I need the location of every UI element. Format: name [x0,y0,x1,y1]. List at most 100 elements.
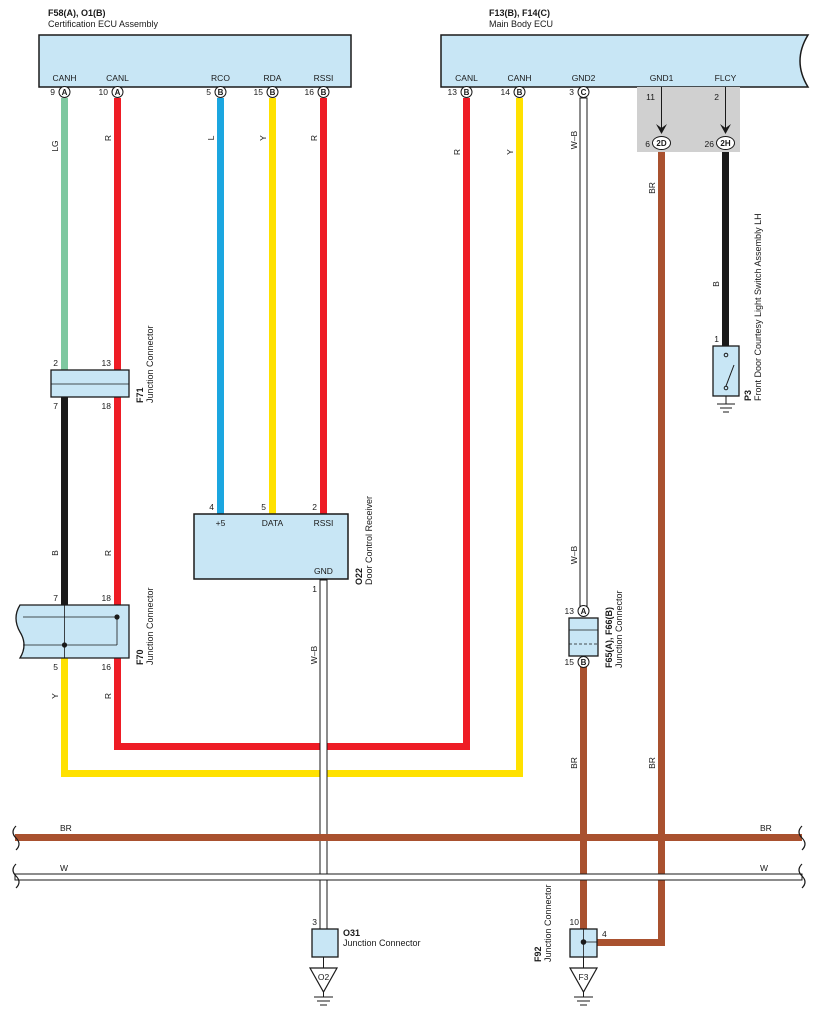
cert-conn-circle-canh [58,86,71,98]
j2d-label: 2D [656,139,666,148]
o22-code: O22 [354,568,364,585]
wire-y-canh-2 [61,770,523,777]
f71-pin-13: 13 [102,358,112,368]
cert-conn-circle-rssi [317,86,330,98]
wire-label-wb-2: W–B [309,645,319,664]
f65-name: Junction Connector [614,590,624,668]
flcy-arrow-icon [720,124,731,134]
o31-ground-icon [314,992,333,1006]
p3-contact-top [723,352,729,358]
wire-l-rco [217,98,224,515]
f92-pin-10: 10 [570,917,580,927]
body-ecu-box [440,34,810,88]
body-ecu-code: F13(B), F14(C) [489,8,550,18]
bus-labels: BR BR W W [60,823,772,873]
f92-name: Junction Connector [543,884,553,962]
body-pin-13: 13 [448,87,458,97]
wire-label-y-2: Y [505,149,515,155]
f65-code: F65(A), F66(B) [604,607,614,668]
cert-pin-9: 9 [50,87,55,97]
cert-conn-circle-rda [266,86,279,98]
f70-pin-18: 18 [102,593,112,603]
wire-b-flcy [722,151,729,347]
certification-ecu: F58(A), O1(B) Certification ECU Assembly… [38,8,352,98]
f71-label-group: F71 [135,387,145,403]
o22-pin-5: 5 [261,502,266,512]
body-conn-circle-gnd2 [577,86,590,98]
cert-terminal-rco: RCO [211,73,230,83]
wire-label-l: L [206,135,216,140]
wire-label-y-3: Y [50,693,60,699]
body-conn-b-canh: B [517,88,523,97]
gnd1-arrow-icon [656,124,667,134]
p3-box [712,345,740,397]
f70-code: F70 [135,649,145,665]
p3-switch-lever [725,364,735,387]
wire-label-r-3: R [452,149,462,155]
wires [14,97,803,946]
p3-pin-1: 1 [714,334,719,344]
body-conn-circle-canh [513,86,526,98]
f70-pin-7: 7 [53,593,58,603]
f65-conn-b: B [581,658,587,667]
o31-code: O31 [343,928,360,938]
wire-label-r-5: R [103,693,113,699]
f70-box [15,604,130,659]
wire-y-canh-1 [61,658,68,776]
cert-conn-circle-rco [214,86,227,98]
f71-box [50,369,130,398]
p3-courtesy-light-switch: 1 P3 Front Door Courtesy Light Switch As… [712,213,763,413]
cert-conn-a-canl: A [115,88,121,97]
f71-pin-7: 7 [53,401,58,411]
p3-code: P3 [743,390,753,401]
o22-terminal-plus5: +5 [216,518,226,528]
o31-name: Junction Connector [343,938,421,948]
f71-pin-18: 18 [102,401,112,411]
f92-code: F92 [533,946,543,962]
body-pin-11: 11 [646,92,655,102]
wire-label-br-2: BR [569,757,579,769]
bus-label-br-left: BR [60,823,72,833]
cert-ecu-code: F58(A), O1(B) [48,8,106,18]
bus-break-marks [12,825,806,889]
bus-w [14,873,803,881]
wire-r-rssi [320,98,327,515]
wire-label-b-1: B [711,281,721,287]
j2h-pin-26: 26 [705,139,715,149]
wire-label-y-1: Y [258,135,268,141]
cert-conn-b-rssi: B [321,88,327,97]
o31-box [311,928,339,958]
f65-conn-a: A [581,607,587,616]
cert-terminal-rda: RDA [264,73,282,83]
cert-terminal-canl: CANL [106,73,129,83]
o22-terminal-rssi: RSSI [314,518,334,528]
body-pin-3: 3 [569,87,574,97]
o22-pin-4: 4 [209,502,214,512]
f71-code: F71 [135,387,145,403]
body-terminal-canh: CANH [507,73,531,83]
body-terminal-canl: CANL [455,73,478,83]
o22-pin-1: 1 [312,584,317,594]
f92-ground-label: F3 [579,972,589,982]
wire-wb-gnd2 [579,97,588,607]
wire-y-canh-3 [516,98,523,777]
body-conn-c-gnd2: C [581,88,587,97]
p3-contact-bottom [723,385,729,391]
cert-pin-10: 10 [99,87,109,97]
body-pin-14: 14 [501,87,511,97]
bus-label-w-left: W [60,863,68,873]
f92-splice-dot [580,939,587,945]
o22-name: Door Control Receiver [364,496,374,585]
cert-pin-5: 5 [206,87,211,97]
f70-junction-connector: 7 18 5 16 F70 Junction Connector [15,587,155,672]
wire-label-r-1: R [103,135,113,141]
wire-label-lg: LG [50,140,60,151]
bus-label-br-right: BR [760,823,772,833]
o22-box [193,513,349,580]
wire-r-canl-3 [114,658,121,749]
cert-conn-circle-canl [111,86,124,98]
o22-terminal-data: DATA [262,518,284,528]
cert-ecu-name: Certification ECU Assembly [48,19,159,29]
f92-pin-4: 4 [602,929,607,939]
